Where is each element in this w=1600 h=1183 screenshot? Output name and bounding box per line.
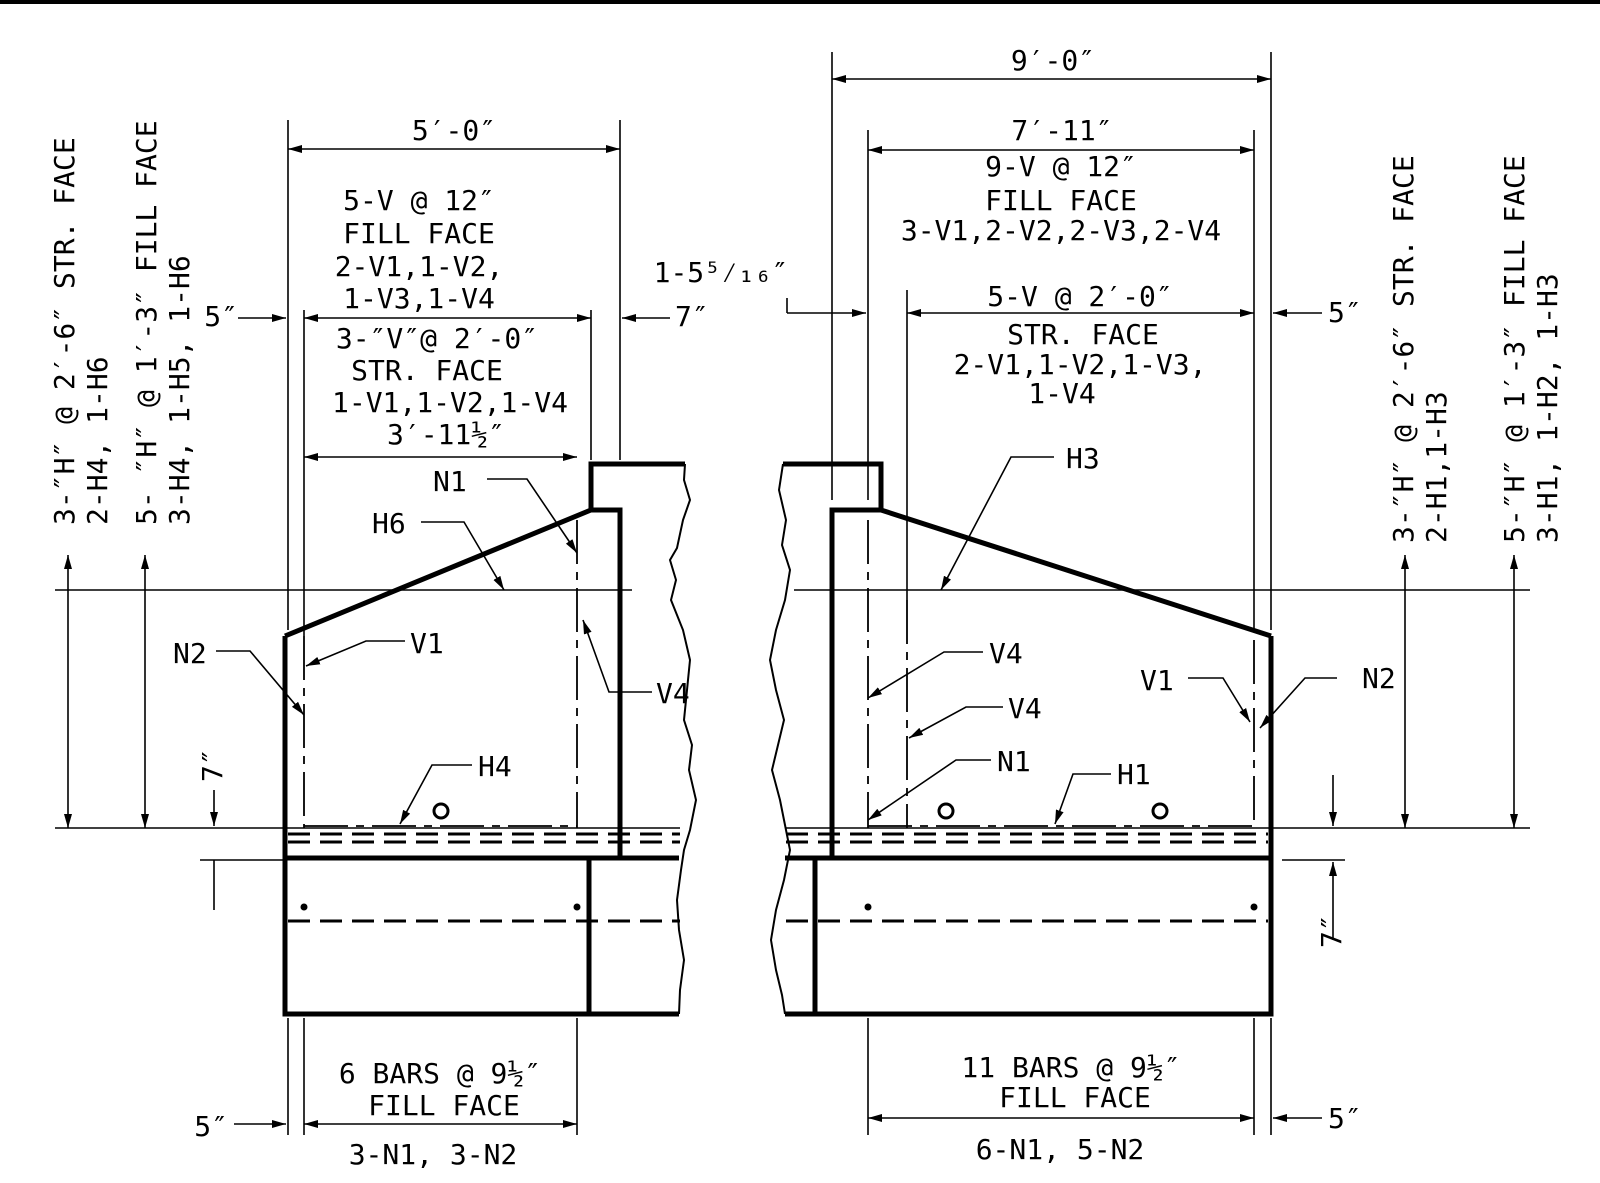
callout-n2-left: N2 bbox=[173, 637, 207, 670]
dim-7in-left: 7″ bbox=[675, 300, 709, 333]
left-bar-dot-1 bbox=[300, 903, 308, 911]
dim-1-5-16: 1-5⁵⁄₁₆″ bbox=[654, 256, 789, 289]
leader-h3-right bbox=[940, 456, 1054, 591]
dim-3-11-half: 3′-11½″ bbox=[387, 418, 505, 451]
fill-face-note-line-2: FILL FACE bbox=[343, 217, 495, 250]
callout-v4b-right: V4 bbox=[1008, 692, 1042, 725]
bottom-dim-5in-right: 5″ bbox=[1328, 1102, 1362, 1135]
vertical-str-face-line-1: 3-″H″ @ 2′-6″ STR. FACE bbox=[48, 137, 81, 525]
leader-v1-right bbox=[1188, 677, 1251, 723]
dim-7-11: 7′-11″ bbox=[1011, 114, 1112, 147]
vertical-str-face-line-2: 2-H4, 1-H6 bbox=[81, 356, 114, 525]
right-bar-dot-2 bbox=[1250, 903, 1258, 911]
callout-v4-left: V4 bbox=[656, 677, 690, 710]
left-footing-outline bbox=[282, 636, 679, 1017]
vertical-fill-face-line-2: 3-H4, 1-H5, 1-H6 bbox=[163, 255, 196, 525]
leader-n1-left bbox=[487, 478, 578, 554]
bottom-dim-5in-left: 5″ bbox=[194, 1110, 228, 1143]
right-bar-section-circle-2 bbox=[1151, 802, 1169, 820]
left-labels: 5′-0″ 5-V @ 12″ FILL FACE 2-V1,1-V2, 1-V… bbox=[48, 114, 709, 1171]
callout-n2-right: N2 bbox=[1362, 662, 1396, 695]
callout-h3-right: H3 bbox=[1066, 442, 1100, 475]
callout-h6-left: H6 bbox=[372, 507, 406, 540]
leader-h6-left bbox=[421, 521, 505, 591]
dim-5-0: 5′-0″ bbox=[412, 114, 496, 147]
vertical-fill-face-line-1: 5- ″H″ @ 1′-3″ FILL FACE bbox=[130, 120, 163, 525]
leader-lines bbox=[216, 456, 1337, 825]
dim-5in-right: 5″ bbox=[1328, 296, 1362, 329]
left-bar-dot-2 bbox=[573, 903, 581, 911]
right-cap-outline bbox=[783, 461, 884, 510]
str-face-note-line-3: 1-V1,1-V2,1-V4 bbox=[332, 386, 568, 419]
bottom-note-line-2-left: FILL FACE bbox=[368, 1089, 520, 1122]
fill-face-note-line-4: 1-V3,1-V4 bbox=[343, 282, 495, 315]
fill-face-note-right-line-2: FILL FACE bbox=[985, 184, 1137, 217]
callout-h1-right: H1 bbox=[1117, 758, 1151, 791]
right-backwall-outline bbox=[829, 507, 1272, 858]
str-face-note-right-line-1: STR. FACE bbox=[1007, 318, 1159, 351]
dim-7in-vertical-right: 7″ bbox=[1315, 914, 1348, 948]
dim-5-v-right: 5-V @ 2′-0″ bbox=[987, 280, 1172, 313]
leader-v1-left bbox=[305, 640, 405, 667]
right-bar-section-circle-1 bbox=[937, 802, 955, 820]
str-face-note-line-2: STR. FACE bbox=[351, 354, 503, 387]
callout-n1-right: N1 bbox=[997, 745, 1031, 778]
fill-face-note-line-1: 5-V @ 12″ bbox=[343, 184, 495, 217]
left-wall-section bbox=[282, 461, 698, 1017]
leader-h1-right bbox=[1054, 773, 1111, 825]
bottom-bars-left: 3-N1, 3-N2 bbox=[349, 1138, 518, 1171]
right-wall-section bbox=[768, 461, 1274, 1017]
right-break-line bbox=[768, 463, 792, 1015]
leader-n2-left bbox=[216, 650, 305, 716]
str-face-note-right-line-2: 2-V1,1-V2,1-V3, bbox=[954, 348, 1207, 381]
dim-9-0: 9′-0″ bbox=[1011, 44, 1095, 77]
vertical-str-face-right-line-1: 3-″H″ @ 2′-6″ STR. FACE bbox=[1387, 155, 1420, 543]
left-backwall-outline bbox=[284, 507, 623, 858]
vertical-fill-face-right-line-1: 5-″H″ @ 1′-3″ FILL FACE bbox=[1498, 155, 1531, 543]
leader-v4b-right bbox=[908, 706, 1003, 739]
callout-v4a-right: V4 bbox=[989, 637, 1023, 670]
callout-h4-left: H4 bbox=[478, 750, 512, 783]
left-cap-outline bbox=[588, 461, 685, 510]
fill-face-note-right-line-3: 3-V1,2-V2,2-V3,2-V4 bbox=[901, 214, 1221, 247]
leader-n1-right bbox=[867, 759, 991, 821]
reference-lines bbox=[55, 52, 1530, 1135]
callout-n1-left: N1 bbox=[433, 465, 467, 498]
dim-7in-vertical-left: 7″ bbox=[196, 748, 229, 782]
bottom-note-line-1-right: 11 BARS @ 9½″ bbox=[961, 1051, 1180, 1084]
bottom-note-line-1-left: 6 BARS @ 9½″ bbox=[339, 1057, 541, 1090]
callout-v1-left: V1 bbox=[410, 627, 444, 660]
callout-v1-right: V1 bbox=[1140, 664, 1174, 697]
bottom-bars-right: 6-N1, 5-N2 bbox=[976, 1133, 1145, 1166]
right-labels: 9′-0″ 7′-11″ 9-V @ 12″ FILL FACE 3-V1,2-… bbox=[654, 44, 1564, 1166]
dimension-lines bbox=[64, 75, 1518, 1128]
left-bar-section-circle bbox=[432, 802, 450, 820]
dim-5in-left: 5″ bbox=[204, 300, 238, 333]
str-face-note-line-1: 3-″V″@ 2′-0″ bbox=[336, 322, 538, 355]
fill-face-note-line-3: 2-V1,1-V2, bbox=[335, 250, 504, 283]
leader-n2-right bbox=[1259, 677, 1337, 729]
right-footing-outline bbox=[785, 636, 1274, 1017]
leader-h4-left bbox=[399, 764, 472, 825]
leader-v4a-right bbox=[867, 651, 983, 699]
fill-face-note-right-line-1: 9-V @ 12″ bbox=[985, 150, 1137, 183]
bottom-note-line-2-right: FILL FACE bbox=[999, 1081, 1151, 1114]
vertical-fill-face-right-line-2: 3-H1, 1-H2, 1-H3 bbox=[1531, 273, 1564, 543]
str-face-note-right-line-3: 1-V4 bbox=[1028, 377, 1095, 410]
right-bar-dot-1 bbox=[864, 903, 872, 911]
leader-v4-left bbox=[582, 619, 652, 693]
left-break-line bbox=[668, 463, 698, 1015]
vertical-str-face-right-line-2: 2-H1,1-H3 bbox=[1420, 391, 1453, 543]
